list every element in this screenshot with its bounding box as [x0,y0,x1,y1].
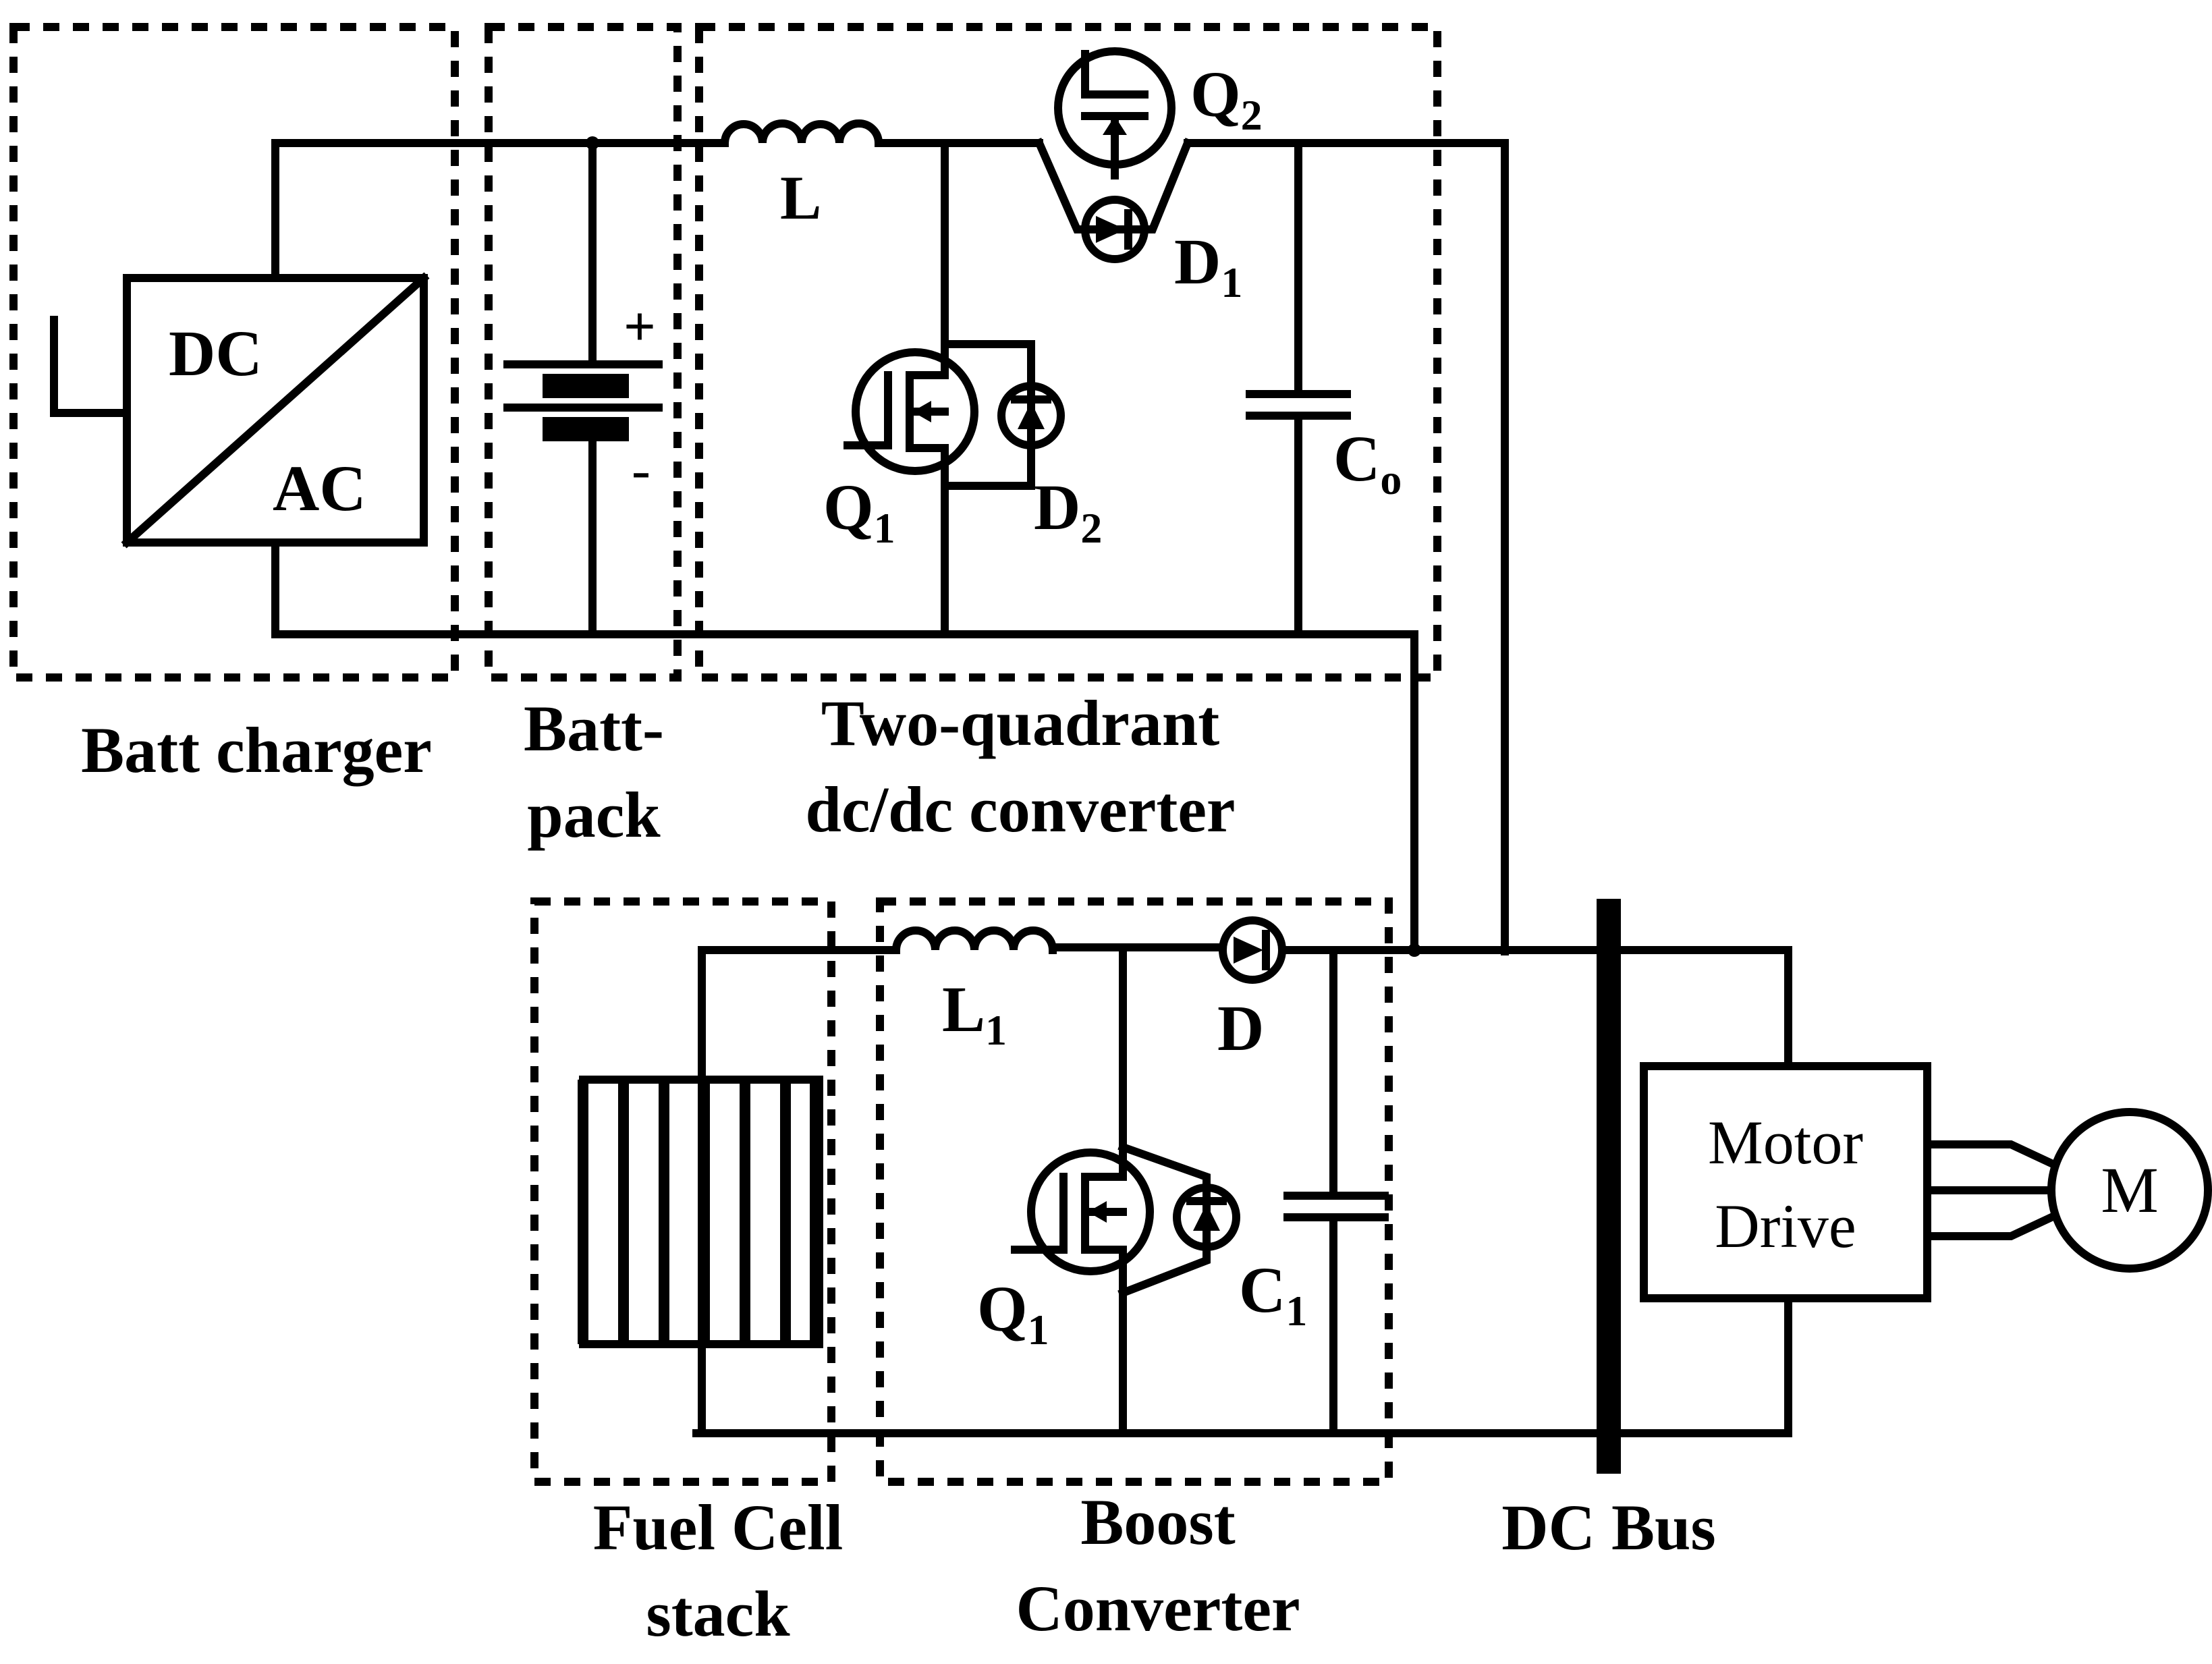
batt-pack-box [485,23,682,682]
motor-symbol: M [2047,1108,2212,1273]
motor-drive-line1: Motor [1708,1108,1863,1177]
batt-pack-caption-2: pack [527,779,661,851]
q1-bottom-label: Q1 [977,1273,1049,1354]
top-negative-rail [271,538,1418,955]
bottom-negative-rail [692,1294,1792,1437]
diode-D: D [1217,916,1286,1064]
boost-converter-box [876,897,1393,1486]
top-positive-rail [271,136,1509,955]
motor-drive-line2: Drive [1715,1192,1856,1260]
inductor-L-label: L [780,163,821,232]
batt-charger-box [9,23,459,682]
q2-label: Q2 [1190,58,1263,139]
dc-label: DC [169,317,262,389]
d1-label: D1 [1174,225,1242,306]
two-quadrant-caption-1: Two-quadrant [821,687,1219,759]
fuel-cell-caption-2: stack [646,1578,790,1650]
boost-caption-1: Boost [1080,1486,1235,1558]
motor-label: M [2101,1154,2158,1226]
batt-charger-caption: Batt charger [81,714,432,786]
inductor-L1: L1 [891,926,1057,1054]
co-label: Co [1333,422,1402,503]
diode-D2: D2 [997,382,1102,552]
dc-ac-converter: DC AC [50,272,430,549]
d2-label: D2 [1034,471,1102,552]
motor-connection [1923,1140,2057,1240]
capacitor-Co: Co [1246,139,1402,638]
switch-Q1-bottom: Q1 [977,946,1211,1437]
fuel-cell-caption-1: Fuel Cell [593,1491,844,1563]
diode-bottom-antiparallel [1173,1184,1240,1251]
battery-plus-label: + [624,296,656,358]
fuel-cell-box [530,897,835,1486]
motor-drive-block: Motor Drive [1640,1062,1931,1302]
ac-label: AC [273,452,366,524]
switch-Q1-top: Q1 [823,139,1035,638]
capacitor-C1: C1 [1239,946,1389,1437]
battery-symbol: + - [503,139,663,638]
batt-pack-caption-1: Batt- [524,692,664,765]
battery-minus-label: - [632,439,651,501]
l1-label: L1 [942,973,1007,1054]
two-quadrant-box [695,23,1441,682]
dc-bus-caption: DC Bus [1501,1491,1715,1563]
d-label: D [1217,992,1264,1064]
diode-D1: D1 [1081,196,1242,306]
inductor-L: L [720,119,883,232]
fuel-cell-stack [578,1076,823,1348]
q1-top-label: Q1 [823,471,895,552]
two-quadrant-caption-2: dc/dc converter [805,773,1235,845]
c1-label: C1 [1239,1254,1307,1335]
boost-caption-2: Converter [1016,1572,1300,1644]
